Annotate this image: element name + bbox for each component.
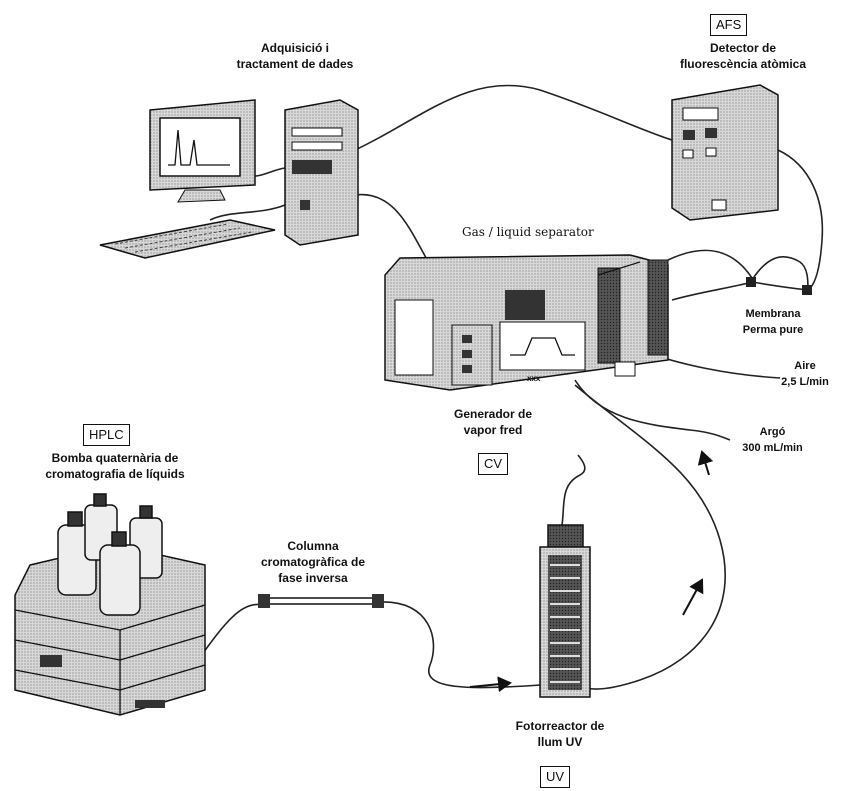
cold-vapor-line2: vapor fred xyxy=(438,422,548,438)
argon-flow-line1: Argó xyxy=(725,424,820,440)
gas-liquid-separator-label: Gas / liquid separator xyxy=(462,224,594,240)
hplc-description: Bomba quaternària de cromatografia de lí… xyxy=(30,450,200,482)
afs-description-line2: fluorescència atòmica xyxy=(668,56,818,72)
argon-flow-line2: 300 mL/min xyxy=(725,440,820,456)
air-flow-label: Aire 2,5 L/min xyxy=(770,358,840,390)
photoreactor-line1: Fotorreactor de xyxy=(500,718,620,734)
membrane-connector xyxy=(746,277,756,287)
afs-tag: AFS xyxy=(710,14,747,36)
membrane-line1: Membrana xyxy=(728,306,818,322)
membrane-line2: Perma pure xyxy=(728,322,818,338)
hplc-description-line1: Bomba quaternària de xyxy=(30,450,200,466)
afs-description: Detector de fluorescència atòmica xyxy=(668,40,818,72)
afs-description-line1: Detector de xyxy=(668,40,818,56)
air-flow-line1: Aire xyxy=(770,358,840,374)
membrane-connector xyxy=(802,285,812,295)
photoreactor-label: Fotorreactor de llum UV xyxy=(500,718,620,750)
photoreactor-line2: llum UV xyxy=(500,734,620,750)
computer-keyboard xyxy=(100,220,275,258)
cold-vapor-generator-label: Generador de vapor fred xyxy=(438,406,548,438)
generator-screen-text: xxx xyxy=(527,374,540,384)
computer-monitor xyxy=(150,100,255,202)
membrane-label: Membrana Perma pure xyxy=(728,306,818,338)
chromatographic-column xyxy=(258,594,384,608)
column-label: Columna cromatogràfica de fase inversa xyxy=(248,538,378,586)
cold-vapor-line1: Generador de xyxy=(438,406,548,422)
argon-flow-label: Argó 300 mL/min xyxy=(725,424,820,456)
cold-vapor-generator xyxy=(385,255,668,390)
afs-detector xyxy=(672,85,778,220)
hplc-tag: HPLC xyxy=(83,424,130,446)
uv-tag: UV xyxy=(540,766,570,788)
column-line2: cromatogràfica de xyxy=(248,554,378,570)
data-acquisition-line2: tractament de dades xyxy=(225,56,365,72)
air-flow-line2: 2,5 L/min xyxy=(770,374,840,390)
hplc-description-line2: cromatografia de líquids xyxy=(30,466,200,482)
column-line1: Columna xyxy=(248,538,378,554)
data-acquisition-line1: Adquisició i xyxy=(225,40,365,56)
computer-tower xyxy=(285,100,358,245)
column-line3: fase inversa xyxy=(248,570,378,586)
cv-tag: CV xyxy=(478,453,508,475)
data-acquisition-label: Adquisició i tractament de dades xyxy=(225,40,365,72)
uv-photoreactor xyxy=(540,525,590,697)
